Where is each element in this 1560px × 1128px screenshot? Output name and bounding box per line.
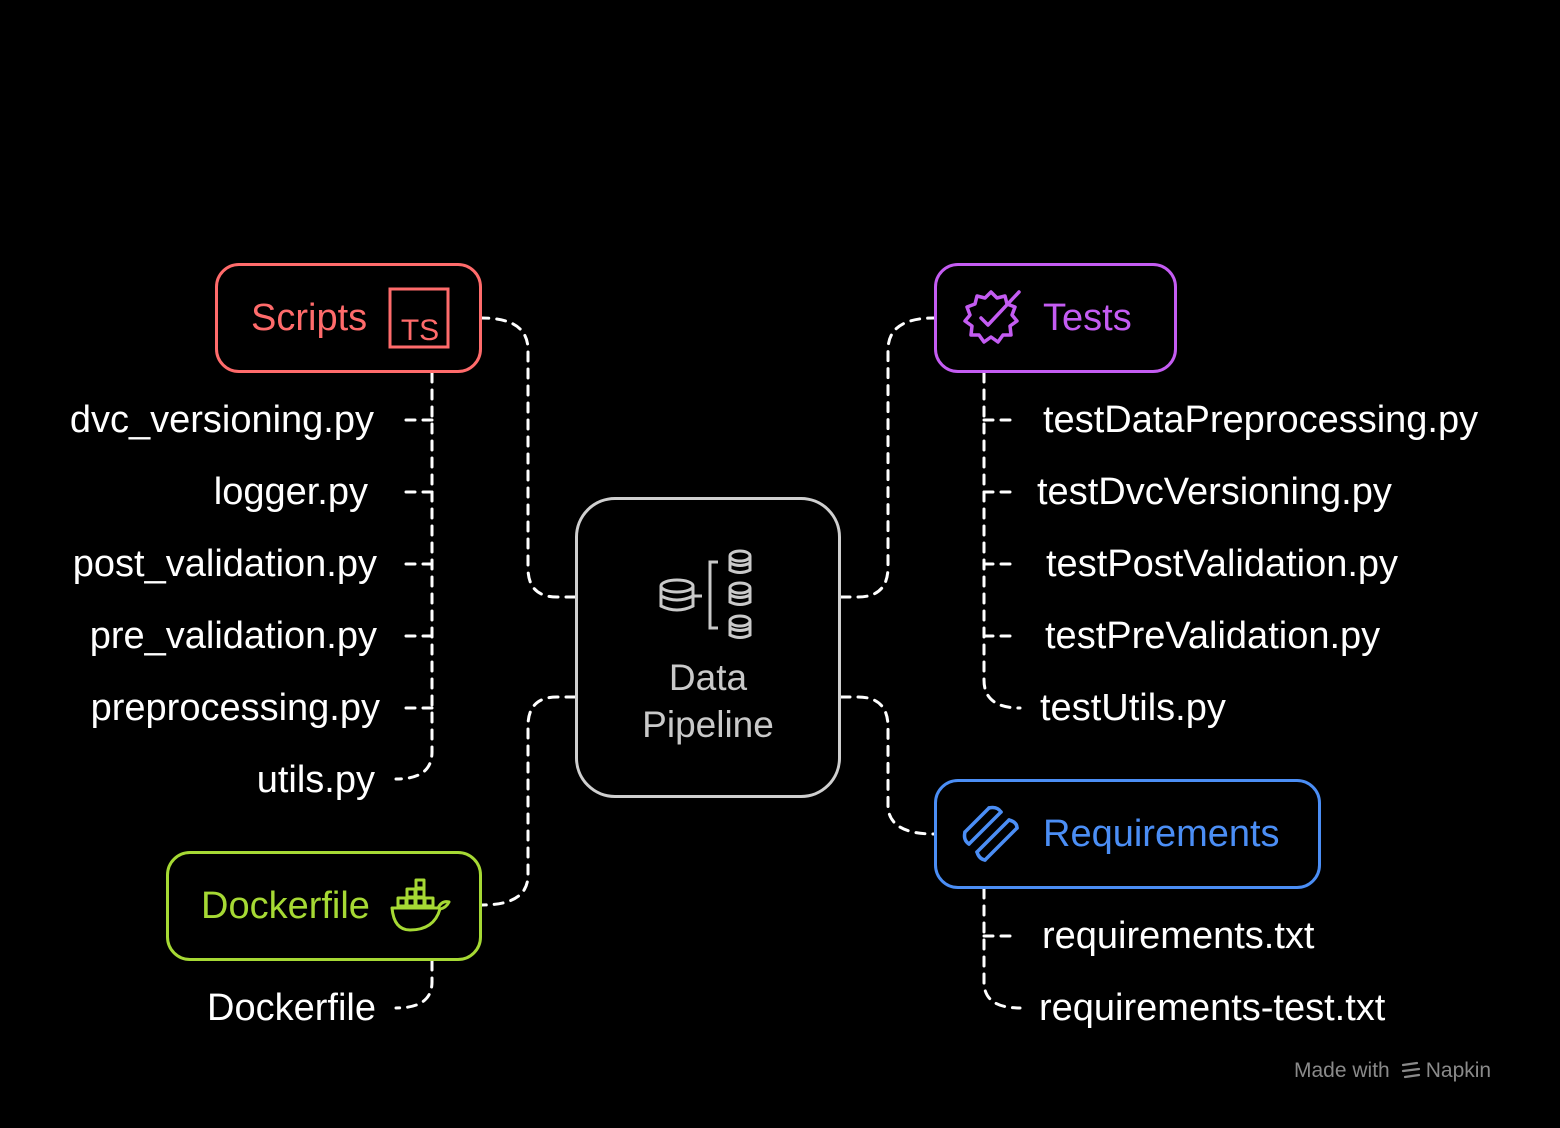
scripts-node[interactable]: Scripts TS — [215, 263, 482, 373]
connector-tests-trunk — [982, 371, 1022, 710]
typescript-icon: TS — [388, 287, 450, 349]
dockerfile-file[interactable]: Dockerfile — [207, 987, 376, 1029]
connector-requirements-trunk — [982, 887, 1022, 1010]
connector-dockerfile-trunk — [394, 959, 434, 1010]
tests-file[interactable]: testDataPreprocessing.py — [1043, 399, 1479, 441]
database-pipeline-icon — [659, 549, 752, 639]
docker-icon — [390, 878, 451, 932]
tests-file[interactable]: testPostValidation.py — [1046, 543, 1399, 585]
tests-file[interactable]: testDvcVersioning.py — [1037, 471, 1392, 513]
scripts-file[interactable]: pre_validation.py — [89, 615, 377, 657]
connector-center-scripts — [480, 316, 577, 599]
requirements-file[interactable]: requirements-test.txt — [1039, 987, 1386, 1029]
tests-label: Tests — [1043, 296, 1132, 339]
scripts-file[interactable]: post_validation.py — [72, 543, 377, 585]
data-pipeline-node[interactable]: Data Pipeline — [575, 497, 841, 798]
scripts-file[interactable]: utils.py — [256, 759, 375, 801]
scripts-label: Scripts — [251, 296, 368, 339]
watermark-brand: Napkin — [1425, 1059, 1492, 1082]
center-title-line1: Data — [668, 656, 748, 698]
scripts-file[interactable]: logger.py — [213, 471, 368, 513]
requirements-node[interactable]: Requirements — [934, 779, 1321, 889]
tests-file[interactable]: testPreValidation.py — [1045, 615, 1381, 657]
napkin-logo-icon — [1401, 1061, 1420, 1079]
tests-node[interactable]: Tests — [934, 263, 1177, 373]
napkin-watermark[interactable]: Made with Napkin — [1294, 1059, 1491, 1083]
dockerfile-node[interactable]: Dockerfile — [166, 851, 482, 961]
center-title-line2: Pipeline — [642, 703, 774, 745]
requirements-icon — [962, 805, 1019, 862]
requirements-file[interactable]: requirements.txt — [1042, 915, 1315, 957]
connector-scripts-trunk — [394, 371, 434, 781]
center-title: Data Pipeline — [642, 654, 774, 748]
scripts-file[interactable]: preprocessing.py — [90, 687, 380, 729]
requirements-label: Requirements — [1043, 812, 1280, 855]
scripts-file[interactable]: dvc_versioning.py — [69, 399, 374, 441]
watermark-prefix: Made with — [1294, 1059, 1390, 1082]
connector-center-requirements — [839, 695, 936, 836]
dockerfile-label: Dockerfile — [201, 884, 370, 927]
verified-badge-icon — [963, 290, 1021, 344]
tests-file[interactable]: testUtils.py — [1040, 687, 1226, 729]
typescript-icon-text: TS — [401, 314, 439, 347]
connector-center-dockerfile — [480, 695, 577, 907]
connector-center-tests — [839, 316, 936, 599]
